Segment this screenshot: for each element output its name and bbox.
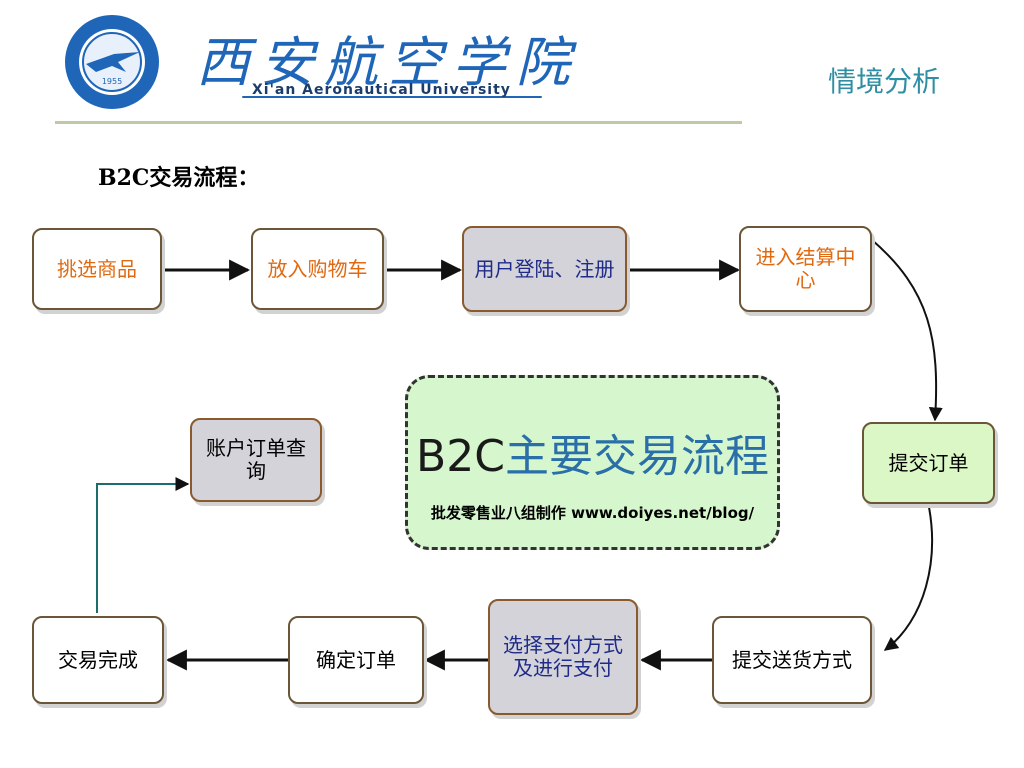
node-add-cart: 放入购物车: [251, 228, 384, 310]
node-payment: 选择支付方式及进行支付: [488, 599, 638, 715]
node-account-query: 账户订单查询: [190, 418, 322, 502]
node-checkout-center: 进入结算中心: [739, 226, 872, 312]
header-divider: [55, 121, 742, 124]
university-emblem-icon: 1955: [65, 15, 159, 109]
node-delivery-method: 提交送货方式: [712, 616, 872, 704]
logo-underline: [242, 96, 542, 98]
arrow-complete-to-query: [96, 477, 190, 613]
node-confirm-order: 确定订单: [288, 616, 424, 704]
node-select-goods: 挑选商品: [32, 228, 162, 310]
emblem-year: 1955: [102, 77, 122, 86]
center-title-b2c: B2C: [416, 431, 505, 482]
section-title: 情境分析: [827, 65, 940, 98]
center-subtitle: 批发零售业八组制作 www.doiyes.net/blog/: [430, 504, 755, 522]
node-submit-order: 提交订单: [862, 422, 995, 504]
node-transaction-complete: 交易完成: [32, 616, 164, 704]
node-login-register: 用户登陆、注册: [462, 226, 627, 312]
slide-heading: B2C交易流程：: [98, 165, 260, 191]
logo-calligraphy: 西安航空学院: [196, 31, 580, 94]
center-title-text: 主要交易流程: [504, 431, 769, 482]
center-callout: B2C主要交易流程 批发零售业八组制作 www.doiyes.net/blog/: [405, 375, 780, 550]
university-logo: 1955 西安航空学院 Xi'an Aeronautical Universit…: [62, 8, 622, 109]
arrow-checkout-to-submit: [871, 239, 943, 422]
logo-english-name: Xi'an Aeronautical University: [252, 82, 511, 98]
center-title: B2C主要交易流程: [408, 420, 777, 484]
arrow-submit-to-delivery: [883, 501, 934, 651]
